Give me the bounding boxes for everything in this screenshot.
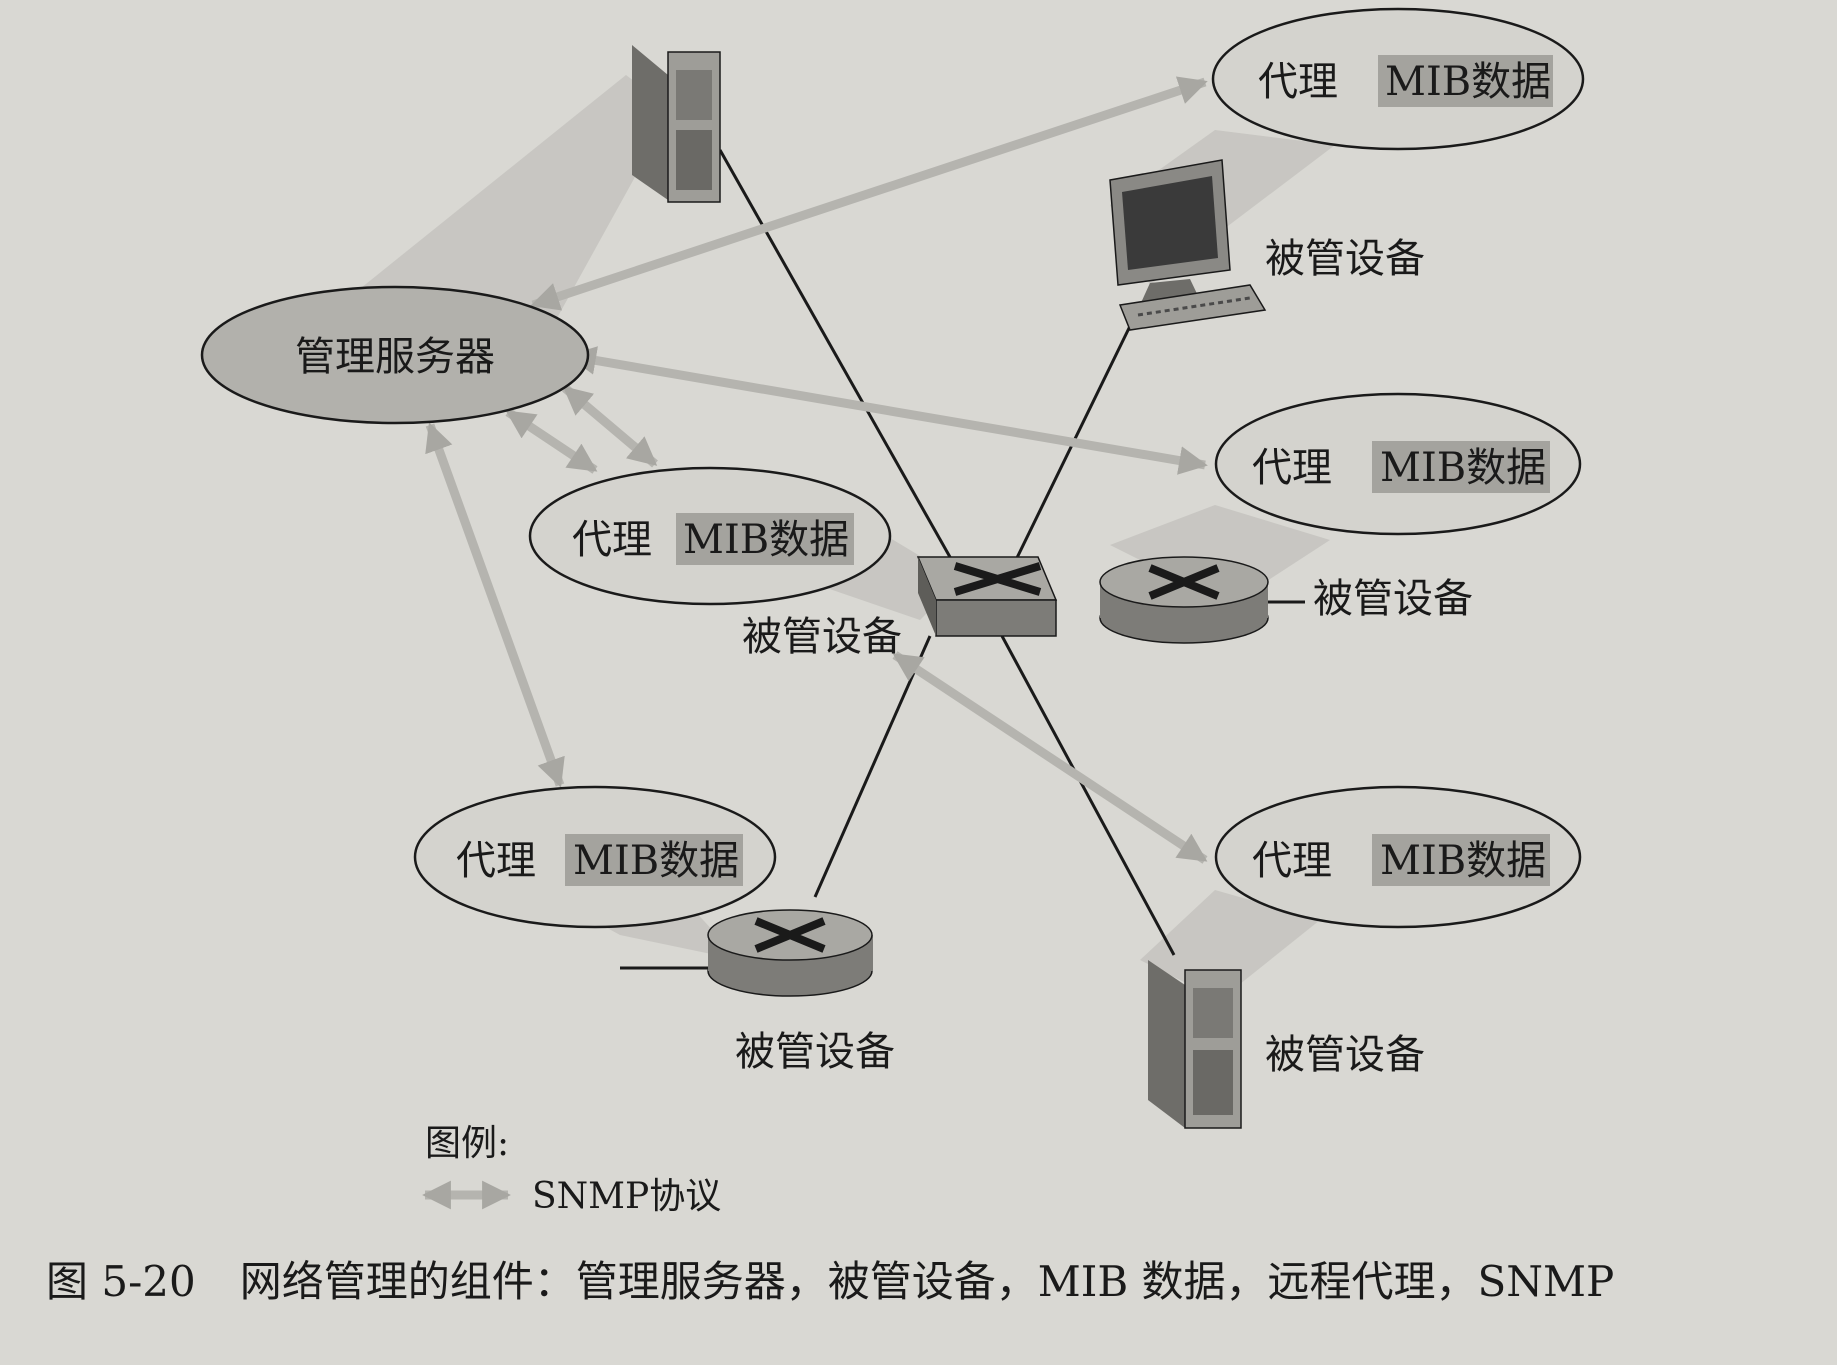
switch-front [935,599,1057,637]
caption-number: 图 5-20 [46,1257,196,1306]
mib-box [565,834,743,886]
router-arrows [1148,564,1220,600]
agent-label: 代理 [1252,838,1332,884]
mib-box [1378,55,1553,107]
switch-side [918,557,936,636]
snmp-arrow-to-mid-agent [567,346,1208,475]
server-top-icon [632,45,721,203]
server-side [632,45,668,200]
link-switch-router-left [813,635,932,898]
agent-bottom-left: 代理 MIB数据 [413,785,777,929]
manager-ellipse [200,285,590,425]
mib-box [1372,441,1550,493]
link-switch-server-bottom [1000,635,1176,956]
mib-label: MIB数据 [573,838,739,884]
router-right-icon [1099,556,1269,644]
legend-item-label: SNMP协议 [532,1176,721,1217]
legend-title: 图例: [425,1123,509,1164]
mib-box [1372,834,1550,886]
router-left-icon [707,909,873,997]
agent-label: 代理 [1258,59,1338,105]
cone-router-right [1110,505,1330,605]
agent-top-right: 代理 MIB数据 [1211,7,1585,151]
manager-label: 管理服务器 [295,334,495,380]
snmp-arrow-to-bottom-agent [425,422,565,788]
server-drive [1193,988,1233,1038]
caption-text: 网络管理的组件：管理服务器，被管设备，MIB 数据，远程代理，SNMP [239,1257,1615,1306]
snmp-arrow-to-left-agent-a [505,408,598,474]
device-label-server-bottom: 被管设备 [1265,1032,1425,1078]
agent-mid-right: 代理 MIB数据 [1214,392,1582,536]
device-label-router-left: 被管设备 [735,1029,895,1075]
figure-caption: 图 5-20 网络管理的组件：管理服务器，被管设备，MIB 数据，远程代理，SNM… [46,1248,1826,1309]
mib-label: MIB数据 [1380,445,1546,491]
legend: 图例: SNMP协议 [422,1123,721,1217]
agent-label: 代理 [572,517,652,563]
device-label-switch: 被管设备 [742,614,902,660]
server-drive [676,70,712,120]
device-label-router-right: 被管设备 [1313,576,1473,622]
mib-box [676,513,854,565]
manager-node: 管理服务器 [200,285,590,425]
snmp-arrow-to-right-bottom-agent [892,651,1208,864]
agent-bottom-right: 代理 MIB数据 [1214,785,1582,929]
snmp-arrows [425,76,1208,864]
switch-icon [916,556,1058,637]
mib-label: MIB数据 [1385,59,1551,105]
mib-label: MIB数据 [683,517,849,563]
agent-mid-left: 代理 MIB数据 [528,466,892,606]
keyboard-keys [1137,296,1251,317]
snmp-arrow-to-top-agent [530,76,1208,311]
device-label-pc: 被管设备 [1265,236,1425,282]
server-vent [676,130,712,190]
router-arrows [754,917,826,953]
agent-label: 代理 [1252,445,1332,491]
server-vent [1193,1050,1233,1115]
switch-arrows [953,562,1042,596]
agent-label: 代理 [456,838,536,884]
server-bottom-icon [1148,960,1242,1129]
monitor-screen [1122,176,1218,270]
mib-label: MIB数据 [1380,838,1546,884]
pc-icon [1109,159,1267,331]
snmp-arrow-to-left-agent-b [562,384,658,468]
server-side [1148,960,1185,1128]
